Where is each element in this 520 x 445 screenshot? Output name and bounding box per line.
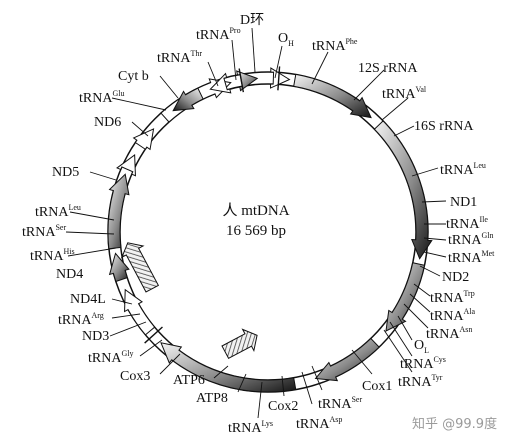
- trna-phe-arrow: [269, 67, 291, 89]
- rrna-16s-arrow: [373, 120, 433, 260]
- label-trna-met: tRNAMet: [448, 249, 495, 266]
- nd1-arrow: [385, 262, 426, 332]
- label-oh: OH: [278, 31, 294, 48]
- label-cytb: Cyt b: [118, 69, 149, 84]
- label-nd3: ND3: [82, 329, 109, 344]
- label-trna-asn: tRNAAsn: [426, 325, 472, 342]
- label-trna-glu: tRNAGlu: [79, 89, 124, 106]
- label-rrna12s: 12S rRNA: [358, 61, 418, 76]
- atp6-arrow: [108, 252, 130, 283]
- label-trna-ile: tRNAIle: [446, 215, 488, 232]
- label-nd4: ND4: [56, 267, 83, 282]
- label-trna-val: tRNAVal: [382, 85, 427, 102]
- label-atp8: ATP8: [196, 391, 228, 406]
- ol-tick: [144, 326, 163, 344]
- label-rrna16s: 16S rRNA: [414, 119, 474, 134]
- label-trna-asp: tRNAAsp: [296, 415, 342, 432]
- label-trna-ala: tRNAAla: [430, 307, 475, 324]
- label-trna-gln: tRNAGln: [448, 231, 493, 248]
- label-cox1: Cox1: [362, 379, 392, 394]
- nd2-arrow: [314, 337, 380, 382]
- nd3-arrow: [116, 154, 136, 177]
- label-trna-gly: tRNAGly: [88, 349, 133, 366]
- label-cox3: Cox3: [120, 369, 150, 384]
- label-trna-leu2: tRNALeu: [35, 203, 81, 220]
- label-trna-phe: tRNAPhe: [312, 37, 358, 54]
- label-trna-leu1: tRNALeu: [440, 161, 486, 178]
- rrna-12s-arrow: [293, 73, 372, 119]
- label-cox2: Cox2: [268, 399, 298, 414]
- nd4-inner-arrow: [120, 242, 160, 293]
- label-trna-arg: tRNAArg: [58, 311, 104, 328]
- label-trna-ser2: tRNASer: [22, 223, 66, 240]
- dloop-tick: [238, 68, 245, 93]
- atp8-inner-arrow: [221, 328, 258, 360]
- cox1-arrow: [160, 342, 297, 393]
- cox2-arrow: [124, 288, 156, 336]
- label-nd4l: ND4L: [70, 292, 106, 307]
- label-dloop: D环: [240, 13, 264, 28]
- label-nd6: ND6: [94, 115, 121, 130]
- trna-glu-arrow: [209, 72, 232, 94]
- center-size: 16 569 bp: [226, 223, 286, 239]
- oh-tick: [277, 66, 281, 91]
- label-ol: OL: [414, 338, 429, 355]
- nd6-arrow: [172, 87, 204, 112]
- label-trna-pro: tRNAPro: [196, 26, 241, 43]
- label-nd1: ND1: [450, 195, 477, 210]
- label-trna-tyr: tRNATyr: [398, 373, 443, 390]
- watermark: 知乎 @99.9度: [412, 416, 497, 432]
- leader-lines: [65, 27, 447, 419]
- label-trna-thr: tRNAThr: [157, 49, 202, 66]
- label-atp6: ATP6: [173, 373, 205, 388]
- label-trna-his: tRNAHis: [30, 247, 75, 264]
- center-title: 人 mtDNA: [222, 202, 289, 219]
- gene-arrows: [107, 66, 433, 393]
- label-trna-lys: tRNALys: [228, 419, 273, 436]
- cox3-arrow: [107, 173, 130, 250]
- nd4l-arrow: [132, 128, 155, 151]
- label-trna-ser1: tRNASer: [318, 395, 362, 412]
- label-nd2: ND2: [442, 270, 469, 285]
- label-nd5: ND5: [52, 165, 79, 180]
- label-trna-cys: tRNACys: [400, 355, 446, 372]
- label-trna-trp: tRNATrp: [430, 289, 475, 306]
